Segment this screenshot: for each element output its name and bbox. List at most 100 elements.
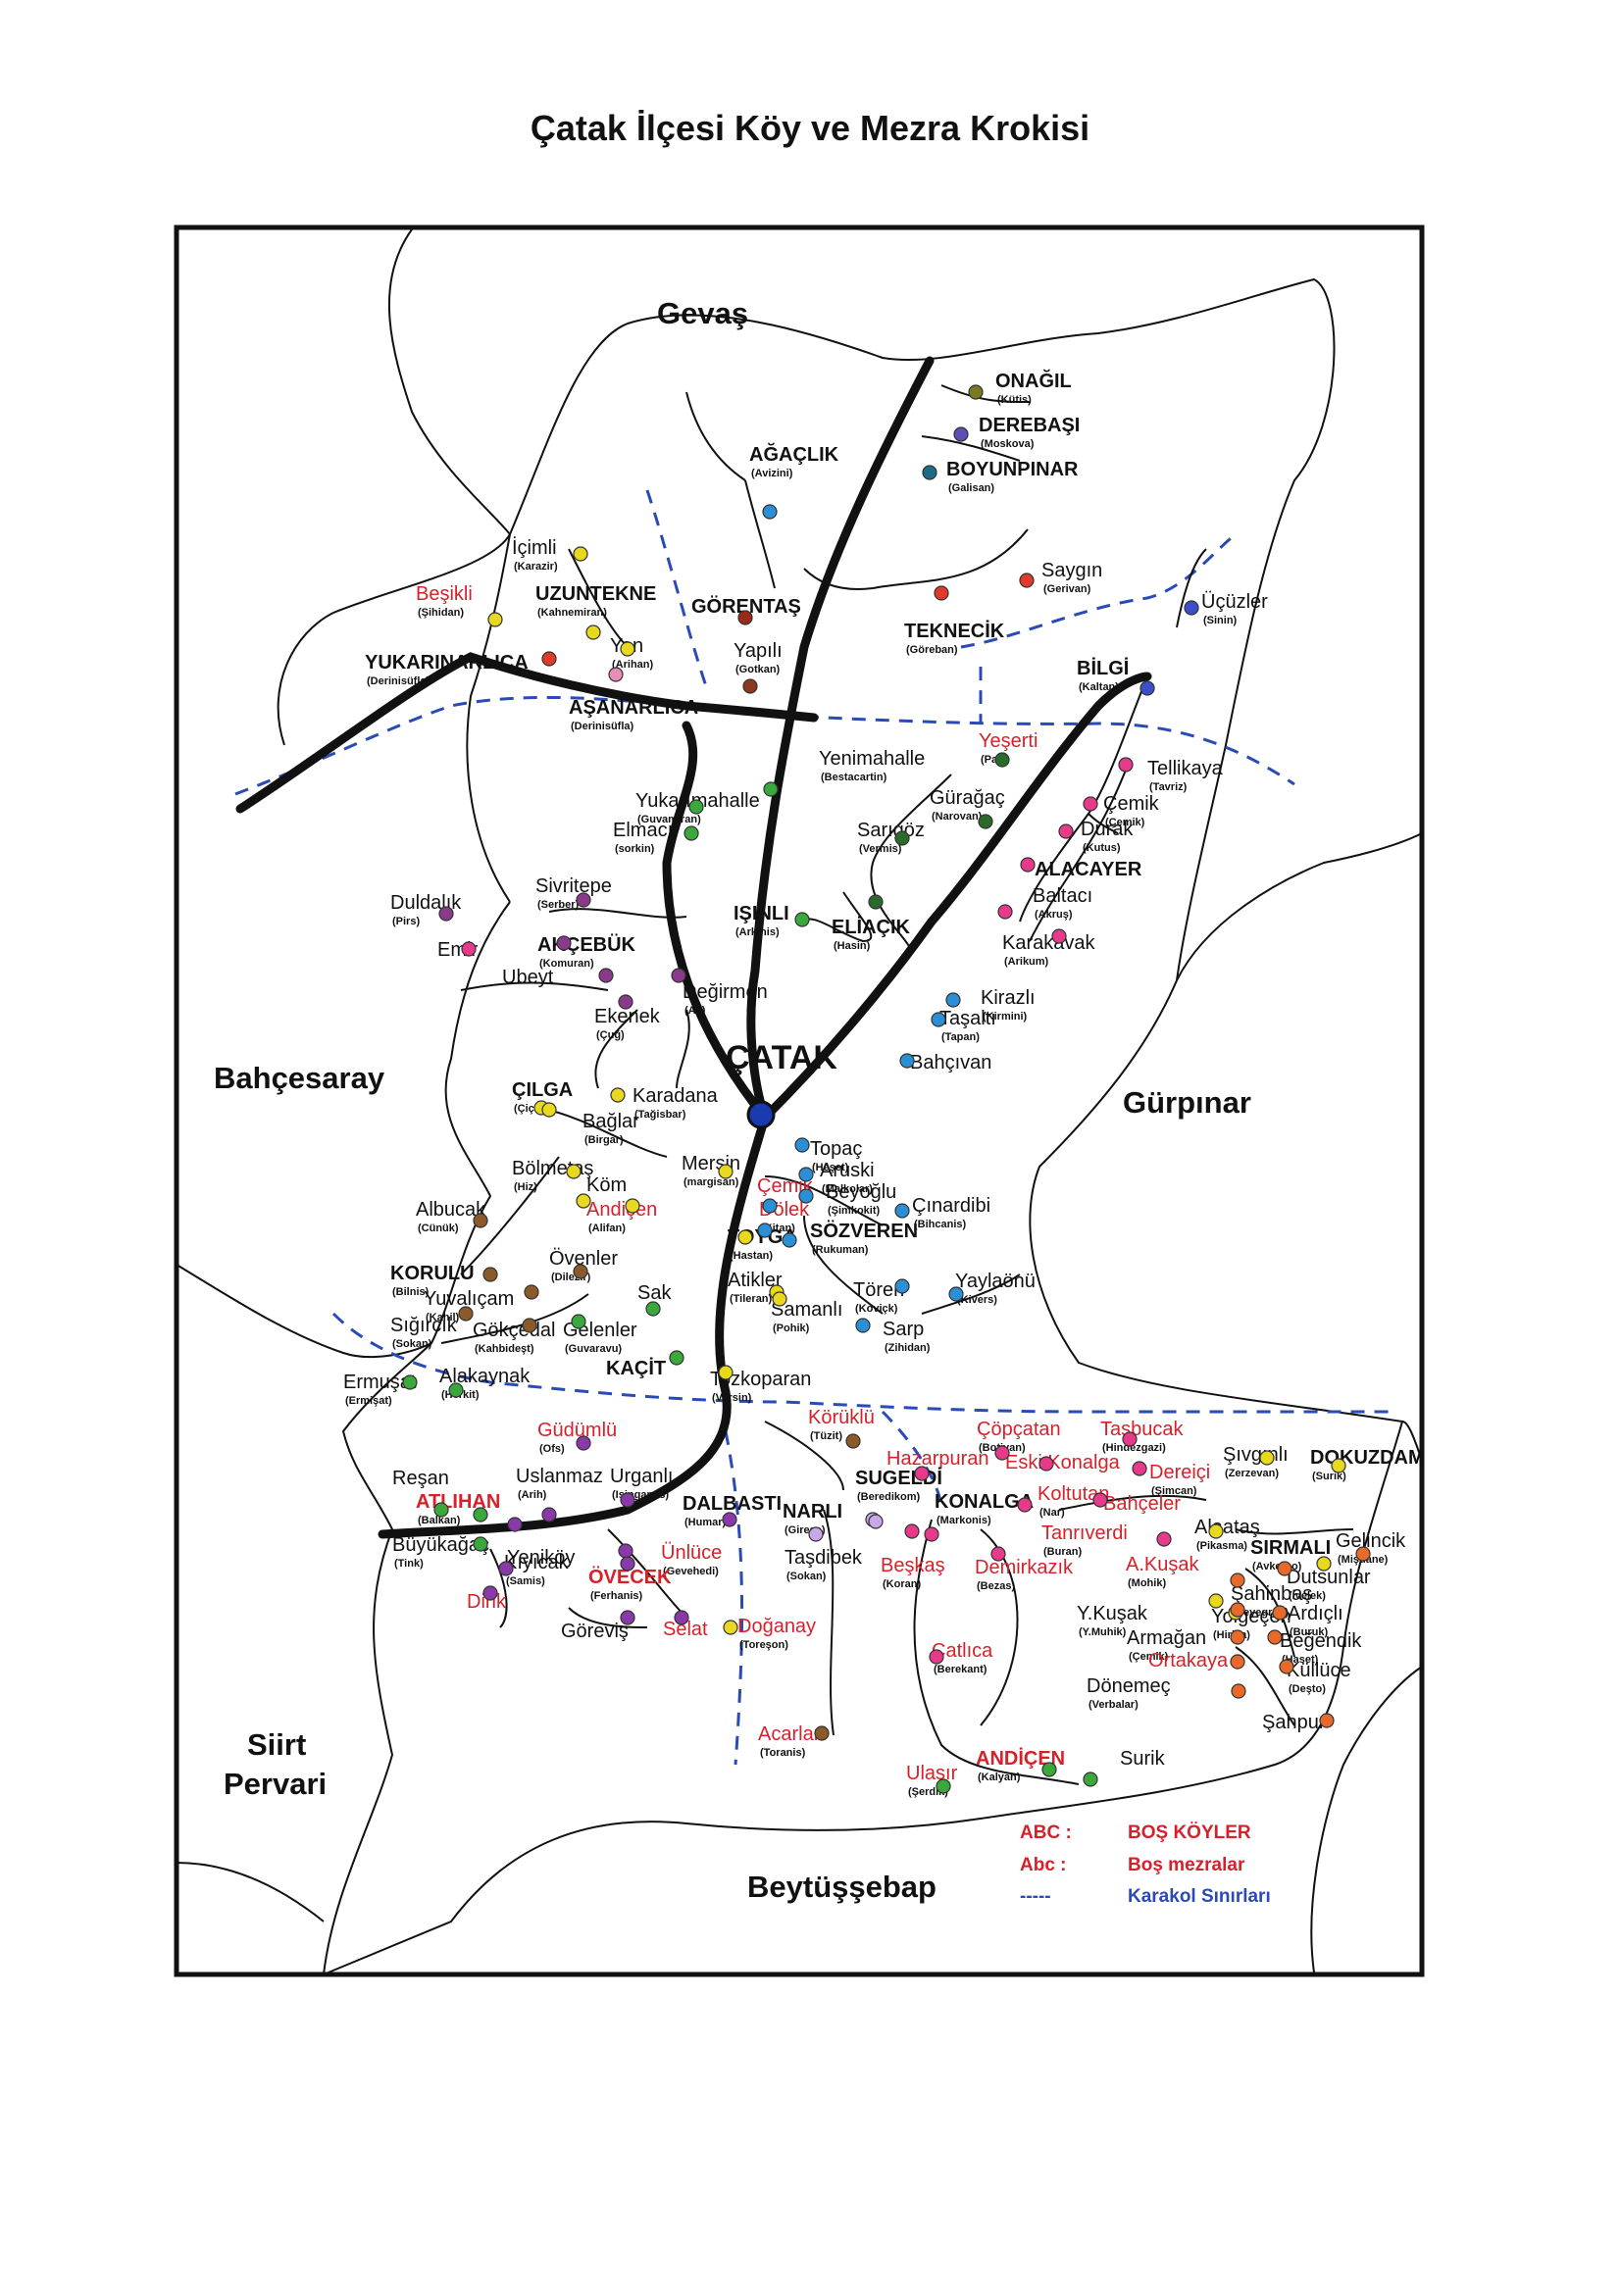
village-label: Çemik <box>1103 793 1160 815</box>
village-label: SIRMALI <box>1250 1537 1331 1559</box>
village-label: Yenimahalle <box>819 748 925 770</box>
village-label: Hazarpuran <box>886 1448 989 1470</box>
legend-value-police-borders: Karakol Sınırları <box>1128 1886 1271 1907</box>
village-dot <box>936 1778 951 1794</box>
village-dot <box>1230 1629 1245 1645</box>
village-label: Kıyıcak <box>504 1552 570 1573</box>
village-label: Taşbucak <box>1100 1419 1184 1440</box>
village-old-name: (Arikum) <box>1004 956 1049 968</box>
neighbor-label: Bahçesaray <box>214 1061 385 1095</box>
village-label: Sarp <box>883 1319 924 1340</box>
village-label: Selat <box>663 1619 708 1640</box>
village-dot <box>945 992 961 1008</box>
neighbor-label: Beytüşşebap <box>747 1870 937 1904</box>
village-dot <box>737 610 753 625</box>
village-old-name: (Verbalar) <box>1088 1699 1139 1711</box>
village-dot <box>1139 680 1155 696</box>
village-label: Bahçıvan <box>910 1052 991 1073</box>
village-dot <box>448 1382 464 1398</box>
village-old-name: (Guvaravu) <box>565 1343 622 1355</box>
village-label: Tanrıverdi <box>1041 1522 1128 1544</box>
village-old-name: (Hasin) <box>834 940 871 952</box>
village-old-name: (Arkinis) <box>735 926 780 938</box>
village-dot <box>718 1365 734 1380</box>
village-dot <box>433 1502 449 1518</box>
village-label: Yaylaönü <box>955 1271 1036 1292</box>
village-old-name: (Birgar) <box>584 1134 624 1146</box>
village-dot <box>931 1012 946 1027</box>
village-dot <box>994 1445 1010 1461</box>
legend-key-empty-hamlets: Abc : <box>1020 1855 1067 1875</box>
village-label: Çatlıca <box>932 1640 993 1662</box>
village-label: Yuvalıçam <box>424 1288 514 1310</box>
village-label: Durak <box>1081 819 1134 840</box>
village-old-name: (Deşto) <box>1289 1683 1326 1695</box>
center-marker <box>746 1100 776 1129</box>
main-roads <box>235 356 1152 1539</box>
village-dot <box>608 667 624 682</box>
village-dot <box>498 1561 514 1576</box>
village-old-name: (Kahnemiran) <box>537 607 607 619</box>
village-label: GÖRENTAŞ <box>691 595 801 618</box>
village-dot <box>798 1167 814 1182</box>
village-old-name: (Kahil) <box>426 1312 460 1323</box>
village-dot <box>461 941 477 957</box>
village-old-name: (Buran) <box>1043 1546 1082 1558</box>
village-label: Güdümlü <box>537 1420 617 1441</box>
village-dot <box>1020 857 1036 873</box>
village-dot <box>620 1610 635 1625</box>
village-dot <box>737 1229 753 1245</box>
village-old-name: (Çemik) <box>1129 1651 1169 1663</box>
village-old-name: (Avizini) <box>751 468 793 479</box>
village-old-name: (Şimkokit) <box>828 1205 881 1217</box>
neighbor-label: Siirt <box>247 1727 306 1762</box>
village-label: Topaç <box>810 1138 862 1160</box>
village-label: Sivritepe <box>535 875 612 897</box>
village-dot <box>598 968 614 983</box>
village-label: Ardıçlı <box>1288 1603 1343 1624</box>
village-dot <box>899 1053 915 1069</box>
village-dot <box>402 1374 418 1390</box>
village-dot <box>757 1223 773 1238</box>
center-label: ÇATAK <box>726 1039 837 1076</box>
village-label: Dutsunlar <box>1287 1567 1371 1588</box>
village-label: ELİAÇIK <box>832 916 911 938</box>
village-dot <box>914 1466 930 1481</box>
village-old-name: (Hastan) <box>730 1250 773 1262</box>
village-old-name: (Toreşon) <box>739 1639 788 1651</box>
village-label: Y.Kuşak <box>1077 1603 1148 1624</box>
village-dot <box>794 912 810 927</box>
village-old-name: (Vermis) <box>859 843 902 855</box>
village-label: Albucak <box>416 1199 486 1221</box>
village-label: DOKUZDAM <box>1310 1447 1425 1469</box>
village-dot <box>904 1523 920 1539</box>
village-label: Alaataş <box>1194 1517 1260 1538</box>
village-old-name: (Pohik) <box>773 1323 810 1334</box>
village-label: Beğendik <box>1280 1630 1362 1652</box>
village-dot <box>669 1350 684 1366</box>
village-old-name: (Serber) <box>537 899 580 911</box>
village-label: Tören <box>853 1279 904 1301</box>
village-label: Bölmetaş <box>512 1158 593 1179</box>
village-dot <box>1019 573 1035 588</box>
village-old-name: (Ermişat) <box>345 1395 392 1407</box>
neighbor-label: Gürpınar <box>1123 1085 1251 1120</box>
village-label: IŞINLI <box>734 903 789 924</box>
village-dot <box>683 825 699 841</box>
village-old-name: (Moskova) <box>981 438 1035 450</box>
village-dot <box>1051 928 1067 944</box>
village-label: SÖZVEREN <box>810 1220 918 1242</box>
village-label: SUGELDİ <box>855 1467 942 1489</box>
village-old-name: (Şihidan) <box>418 607 464 619</box>
village-old-name: (Kirmini) <box>983 1011 1028 1023</box>
village-old-name: (Arihan) <box>612 659 654 671</box>
village-old-name: (Markonis) <box>937 1515 991 1526</box>
village-old-name: (Pikasma) <box>1196 1540 1247 1552</box>
village-label: Çemik <box>757 1175 814 1197</box>
legend-value-empty-hamlets: Boş mezralar <box>1128 1855 1245 1875</box>
village-label: Surik <box>1120 1748 1166 1770</box>
village-label: Çınardibi <box>912 1195 990 1217</box>
village-old-name: (Komuran) <box>539 958 594 970</box>
village-old-name: (Koviçk) <box>855 1303 898 1315</box>
